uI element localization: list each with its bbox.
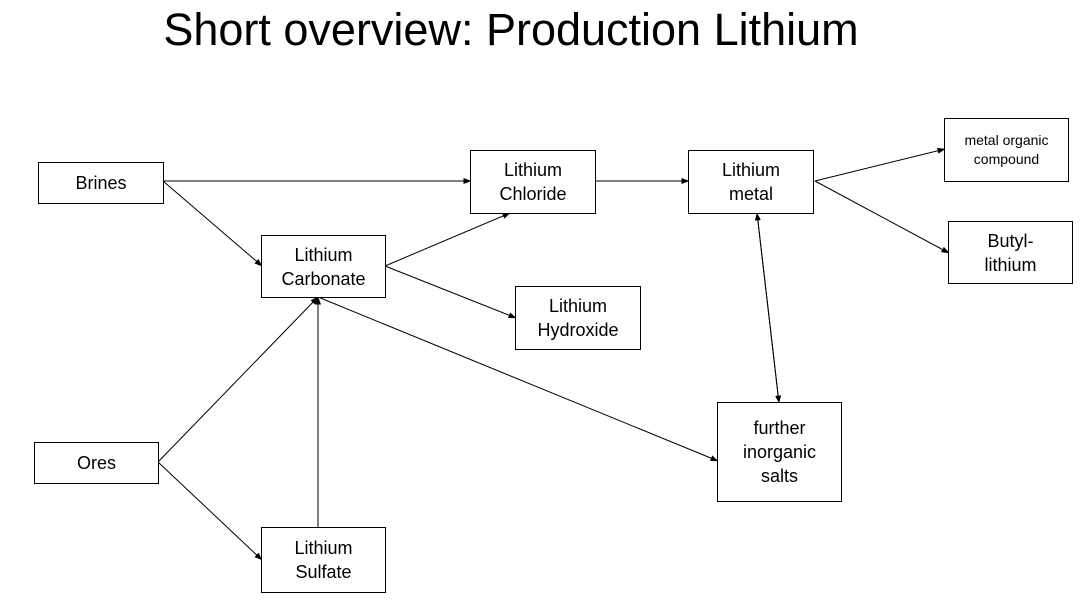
edge-carbonate-to-salts	[317, 296, 719, 462]
edge-carbonate-to-chloride	[384, 212, 511, 267]
edge-carbonate-to-hydroxide	[384, 265, 517, 319]
node-lithium-sulfate: Lithium Sulfate	[261, 527, 386, 593]
edge-salts-to-metal	[754, 212, 780, 404]
node-lithium-metal: Lithium metal	[688, 150, 814, 214]
edge-ores-to-carbonate	[157, 296, 319, 463]
page-title: Short overview: Production Lithium	[163, 4, 859, 55]
edge-brines-to-carbonate	[162, 180, 263, 267]
edge-metal-to-organic	[814, 147, 946, 182]
node-ores: Ores	[34, 442, 159, 484]
edge-metal-to-butyl	[814, 180, 950, 254]
node-brines: Brines	[38, 162, 164, 204]
edge-ores-to-sulfate	[157, 461, 263, 561]
node-further-inorganic-salts: further inorganic salts	[717, 402, 842, 502]
node-lithium-hydroxide: Lithium Hydroxide	[515, 286, 641, 350]
node-butyllithium: Butyl- lithium	[948, 221, 1073, 284]
node-metal-organic-compound: metal organic compound	[944, 118, 1069, 182]
node-lithium-chloride: Lithium Chloride	[470, 150, 596, 214]
node-lithium-carbonate: Lithium Carbonate	[261, 235, 386, 298]
